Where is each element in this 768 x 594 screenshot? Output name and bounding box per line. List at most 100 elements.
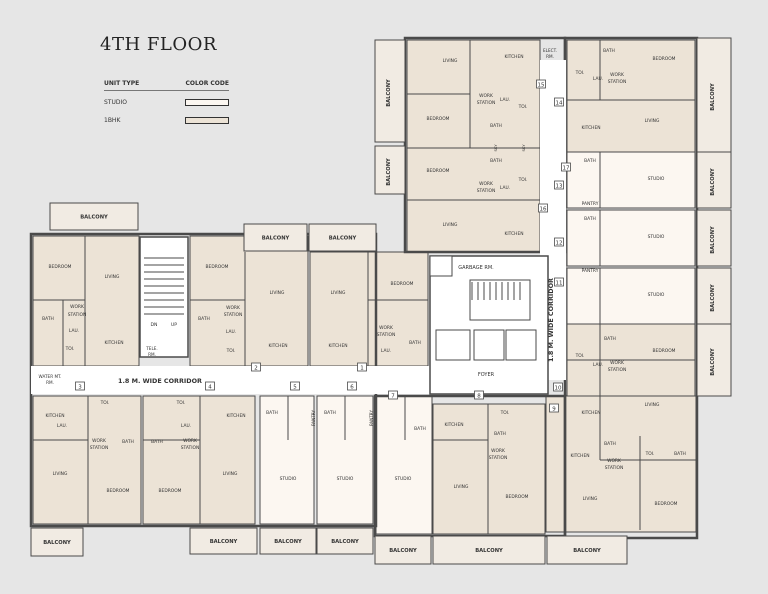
unit-area bbox=[566, 151, 696, 209]
legend-header: UNIT TYPE COLOR CODE bbox=[104, 80, 229, 87]
room-label-station: STATION bbox=[608, 367, 627, 373]
floor-title: 4TH FLOOR bbox=[100, 34, 217, 55]
unit-number-box bbox=[251, 362, 261, 372]
unit-number: 15 bbox=[538, 83, 545, 89]
balcony bbox=[316, 527, 374, 555]
room-label-bath: BATH bbox=[414, 426, 426, 432]
unit-number: 3 bbox=[78, 385, 82, 391]
legend-unit-type-header: UNIT TYPE bbox=[104, 80, 140, 87]
unit-area bbox=[259, 395, 315, 525]
balcony-label: BALCONY bbox=[386, 158, 392, 186]
stair-up-label: UP bbox=[171, 322, 177, 328]
room-label-sky: SKY bbox=[521, 144, 526, 152]
balcony-label: BALCONY bbox=[262, 236, 290, 242]
unit-number: 14 bbox=[556, 101, 563, 107]
unit-area bbox=[566, 209, 696, 267]
unit-number-box bbox=[554, 237, 564, 247]
room-label-living: LIVING bbox=[443, 58, 458, 64]
unit-number: 13 bbox=[556, 184, 563, 190]
room-label-bath: BATH bbox=[584, 216, 596, 222]
room-label-work: WORK bbox=[183, 438, 197, 444]
room-label-studio: STUDIO bbox=[395, 476, 412, 482]
balcony-label: BALCONY bbox=[389, 548, 417, 554]
unit-number: 9 bbox=[552, 407, 556, 413]
room-label-pantry: PANTRY bbox=[311, 410, 316, 426]
room-label-station: STATION bbox=[608, 79, 627, 85]
room-label-bath: BATH bbox=[490, 158, 502, 164]
unit-area bbox=[189, 235, 309, 367]
lift-shaft bbox=[473, 329, 505, 361]
corridor-west bbox=[31, 366, 431, 394]
room-label-bedroom: BEDROOM bbox=[391, 281, 414, 287]
unit-number: 4 bbox=[208, 385, 212, 391]
room-label-station: STATION bbox=[224, 312, 243, 318]
lift-shaft bbox=[505, 329, 537, 361]
elect-room-label: RM. bbox=[546, 54, 554, 59]
unit-area bbox=[32, 235, 140, 367]
room-label-lau: LAU. bbox=[593, 362, 603, 368]
balcony-label: BALCONY bbox=[80, 215, 108, 221]
balcony bbox=[546, 535, 628, 565]
unit-number-box bbox=[290, 381, 300, 391]
room-label-bath: BATH bbox=[674, 451, 686, 457]
unit-area bbox=[545, 395, 697, 533]
unit-number-box bbox=[474, 390, 484, 400]
room-label-station: STATION bbox=[605, 465, 624, 471]
room-label-kitchen: KITCHEN bbox=[104, 340, 123, 346]
room-label-toi: TOI. bbox=[226, 348, 236, 354]
room-label-bedroom: BEDROOM bbox=[655, 501, 678, 507]
tele-room-label: TELE. bbox=[145, 346, 158, 351]
room-label-lau: LAU. bbox=[57, 423, 67, 429]
room-label-bedroom: BEDROOM bbox=[427, 168, 450, 174]
room-label-toi: TOI. bbox=[575, 70, 585, 76]
garbage-room-label: GARBAGE RM. bbox=[458, 265, 494, 271]
water-meter-room-label: RM. bbox=[46, 380, 54, 385]
balcony bbox=[696, 209, 732, 267]
foyer-label: FOYER bbox=[478, 372, 495, 378]
legend-swatch-studio bbox=[185, 98, 229, 106]
room-label-bath: BATH bbox=[604, 441, 616, 447]
room-label-studio: STUDIO bbox=[280, 476, 297, 482]
unit-area bbox=[566, 267, 696, 325]
room-label-lau: LAU. bbox=[181, 423, 191, 429]
unit-area bbox=[566, 39, 696, 153]
room-label-sky: SKY bbox=[493, 144, 498, 152]
balcony bbox=[49, 202, 139, 231]
room-label-living: LIVING bbox=[443, 222, 458, 228]
unit-area bbox=[309, 251, 429, 367]
room-label-station: STATION bbox=[489, 455, 508, 461]
room-label-living: LIVING bbox=[645, 118, 660, 124]
room-label-living: LIVING bbox=[223, 471, 238, 477]
room-label-bedroom: BEDROOM bbox=[159, 488, 182, 494]
room-label-living: LIVING bbox=[105, 274, 120, 280]
room-label-station: STATION bbox=[377, 332, 396, 338]
room-label-kitchen: KITCHEN bbox=[444, 422, 463, 428]
room-label-living: LIVING bbox=[583, 496, 598, 502]
room-label-work: WORK bbox=[379, 325, 393, 331]
balcony bbox=[243, 223, 308, 252]
unit-number: 11 bbox=[556, 281, 563, 287]
balcony-label: BALCONY bbox=[710, 284, 716, 312]
unit-number: 10 bbox=[555, 386, 562, 392]
room-label-bedroom: BEDROOM bbox=[653, 348, 676, 354]
balcony bbox=[189, 527, 258, 555]
room-label-work: WORK bbox=[491, 448, 505, 454]
balcony-label: BALCONY bbox=[274, 539, 302, 545]
room-label-work: WORK bbox=[92, 438, 106, 444]
room-label-lau: LAU. bbox=[226, 329, 236, 335]
room-label-work: WORK bbox=[479, 93, 493, 99]
legend-divider bbox=[104, 90, 229, 91]
corridor-label: 1.8 M. WIDE CORRIDOR bbox=[118, 377, 202, 385]
room-label-lau: LAU. bbox=[69, 328, 79, 334]
balcony bbox=[374, 39, 406, 143]
room-label-toi: TOI. bbox=[176, 400, 186, 406]
unit-number-box bbox=[554, 277, 564, 287]
legend-row-1bhk: 1BHK bbox=[104, 115, 229, 125]
unit-number-box bbox=[538, 203, 548, 213]
room-label-kitchen: KITCHEN bbox=[45, 413, 64, 419]
room-label-toi: TOI. bbox=[518, 177, 528, 183]
room-label-living: LIVING bbox=[645, 402, 660, 408]
room-label-pantry: PANTRY bbox=[582, 201, 599, 207]
room-label-toi: TOI. bbox=[500, 410, 510, 416]
